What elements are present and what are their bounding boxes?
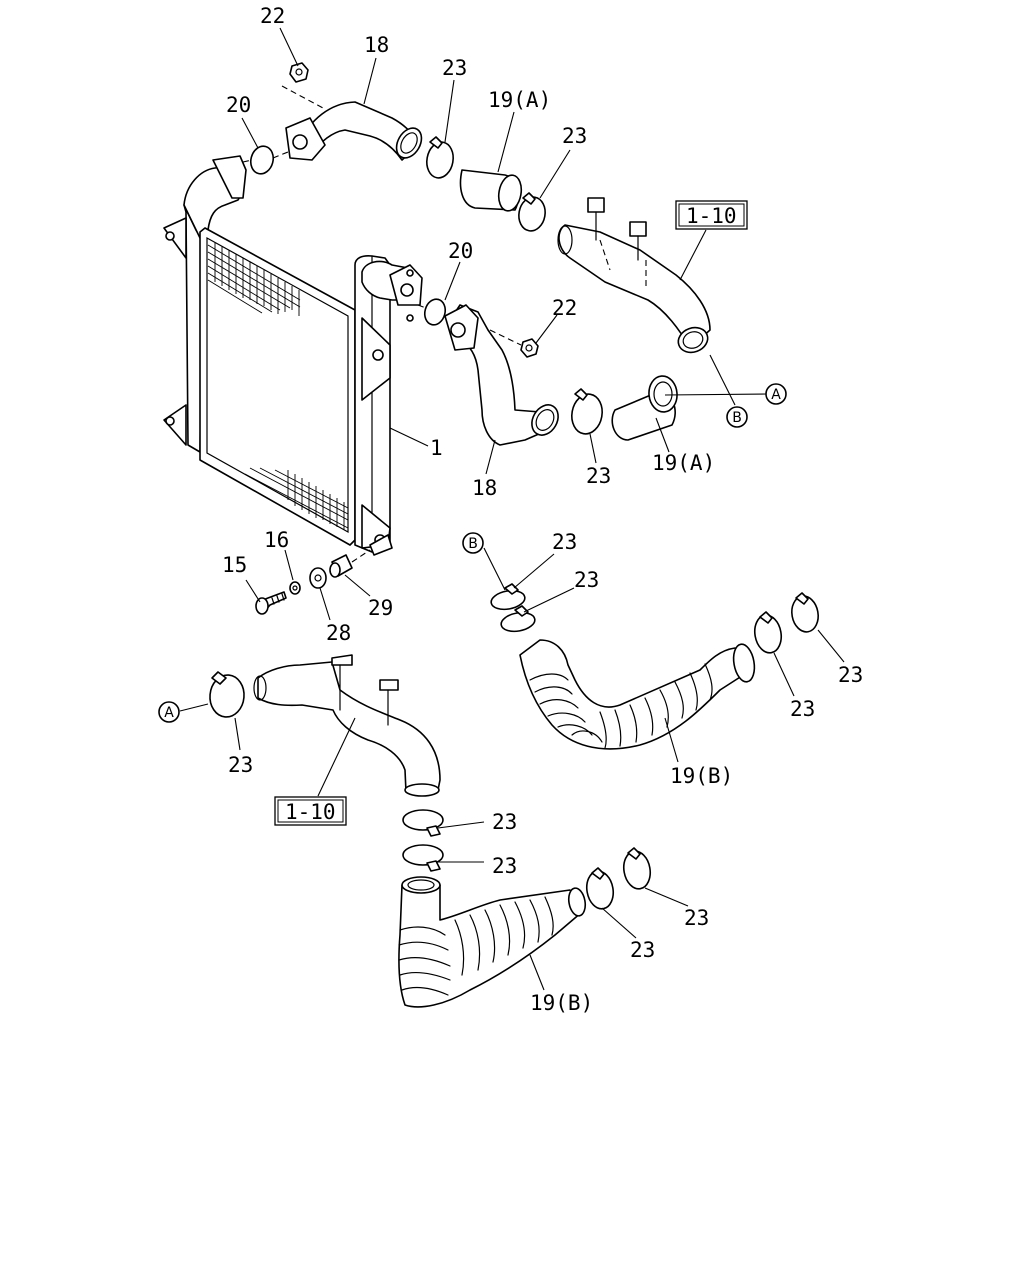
connector-a-right: A xyxy=(765,383,787,405)
ref-box-top: 1-10 xyxy=(675,200,748,230)
callout-23-br2: 23 xyxy=(684,906,709,930)
callout-1: 1 xyxy=(430,436,443,460)
callout-20-top: 20 xyxy=(226,93,251,117)
hose-clamp-23-l2 xyxy=(402,844,444,872)
callout-28: 28 xyxy=(326,621,351,645)
callout-23-r1: 23 xyxy=(790,697,815,721)
connector-b-right: B xyxy=(726,406,748,428)
hose-19b-mid xyxy=(519,639,756,750)
connector-a-left-label: A xyxy=(164,705,174,721)
hose-clamp-23-r1 xyxy=(753,611,783,654)
hose-clamp-23-b1 xyxy=(490,583,526,611)
connector-a-left: A xyxy=(158,701,180,723)
callout-22-mid: 22 xyxy=(552,296,577,320)
callout-20-mid: 20 xyxy=(448,239,473,263)
connector-b-mid: B xyxy=(462,532,484,554)
o-ring-20-top xyxy=(249,145,275,175)
o-ring-20-mid xyxy=(423,298,447,326)
intercooler-core xyxy=(163,155,423,556)
callout-23-top2: 23 xyxy=(562,124,587,148)
core-fins-bottom xyxy=(244,467,349,530)
pipe-1-10-top xyxy=(557,197,711,354)
hose-clamp-23-a xyxy=(209,671,245,718)
hose-19a-mid xyxy=(611,375,678,441)
nut-22-mid xyxy=(489,329,539,358)
hose-clamp-23-br1 xyxy=(585,867,615,910)
callout-19b-bottom: 19(B) xyxy=(530,991,593,1015)
bolt-15 xyxy=(255,591,287,615)
callout-23-r2: 23 xyxy=(838,663,863,687)
callout-22-top: 22 xyxy=(260,4,285,28)
nut-22-top xyxy=(289,62,309,83)
callout-19a-mid: 19(A) xyxy=(652,451,715,475)
connector-b-mid-label: B xyxy=(468,536,478,552)
hose-clamp-23-b2 xyxy=(500,605,536,633)
connector-a-right-label: A xyxy=(771,387,781,403)
core-fins-top xyxy=(207,242,301,316)
hose-19a-top xyxy=(459,169,523,212)
leader-lines xyxy=(179,27,845,991)
hose-clamp-23-l1 xyxy=(402,809,444,837)
outlet-pipe-lower xyxy=(444,304,559,446)
callout-19a-top: 19(A) xyxy=(488,88,551,112)
hose-clamp-23-br2 xyxy=(622,847,652,890)
callout-23-l2: 23 xyxy=(492,854,517,878)
ref-box-top-label: 1-10 xyxy=(686,204,737,228)
spacer-29 xyxy=(329,554,353,578)
callout-23-mid: 23 xyxy=(586,464,611,488)
ref-box-bottom: 1-10 xyxy=(274,796,347,826)
callout-19b-mid: 19(B) xyxy=(670,764,733,788)
callout-labels: 22 18 23 19(A) 23 20 20 22 1 18 23 19(A)… xyxy=(222,4,863,1015)
connector-b-right-label: B xyxy=(732,410,742,426)
callout-16: 16 xyxy=(264,528,289,552)
ref-box-bottom-label: 1-10 xyxy=(285,800,336,824)
callout-23-br1: 23 xyxy=(630,938,655,962)
pipe-1-10-bottom xyxy=(253,654,441,797)
callout-23-l1: 23 xyxy=(492,810,517,834)
callout-23-b1: 23 xyxy=(552,530,577,554)
callout-23-top: 23 xyxy=(442,56,467,80)
hose-19b-bottom xyxy=(398,876,587,1008)
hose-clamp-23-top xyxy=(426,136,454,179)
callout-29: 29 xyxy=(368,596,393,620)
inlet-pipe-upper xyxy=(281,85,423,161)
callout-23-b2: 23 xyxy=(574,568,599,592)
callout-15: 15 xyxy=(222,553,247,577)
hose-clamp-23-mid xyxy=(571,388,603,435)
hose-clamp-23-r2 xyxy=(791,592,819,633)
collar-28 xyxy=(309,567,327,589)
callout-23-a: 23 xyxy=(228,753,253,777)
callout-18-mid: 18 xyxy=(472,476,497,500)
hose-clamp-23-top2 xyxy=(518,192,546,232)
washer-16 xyxy=(289,581,301,595)
callout-18-top: 18 xyxy=(364,33,389,57)
